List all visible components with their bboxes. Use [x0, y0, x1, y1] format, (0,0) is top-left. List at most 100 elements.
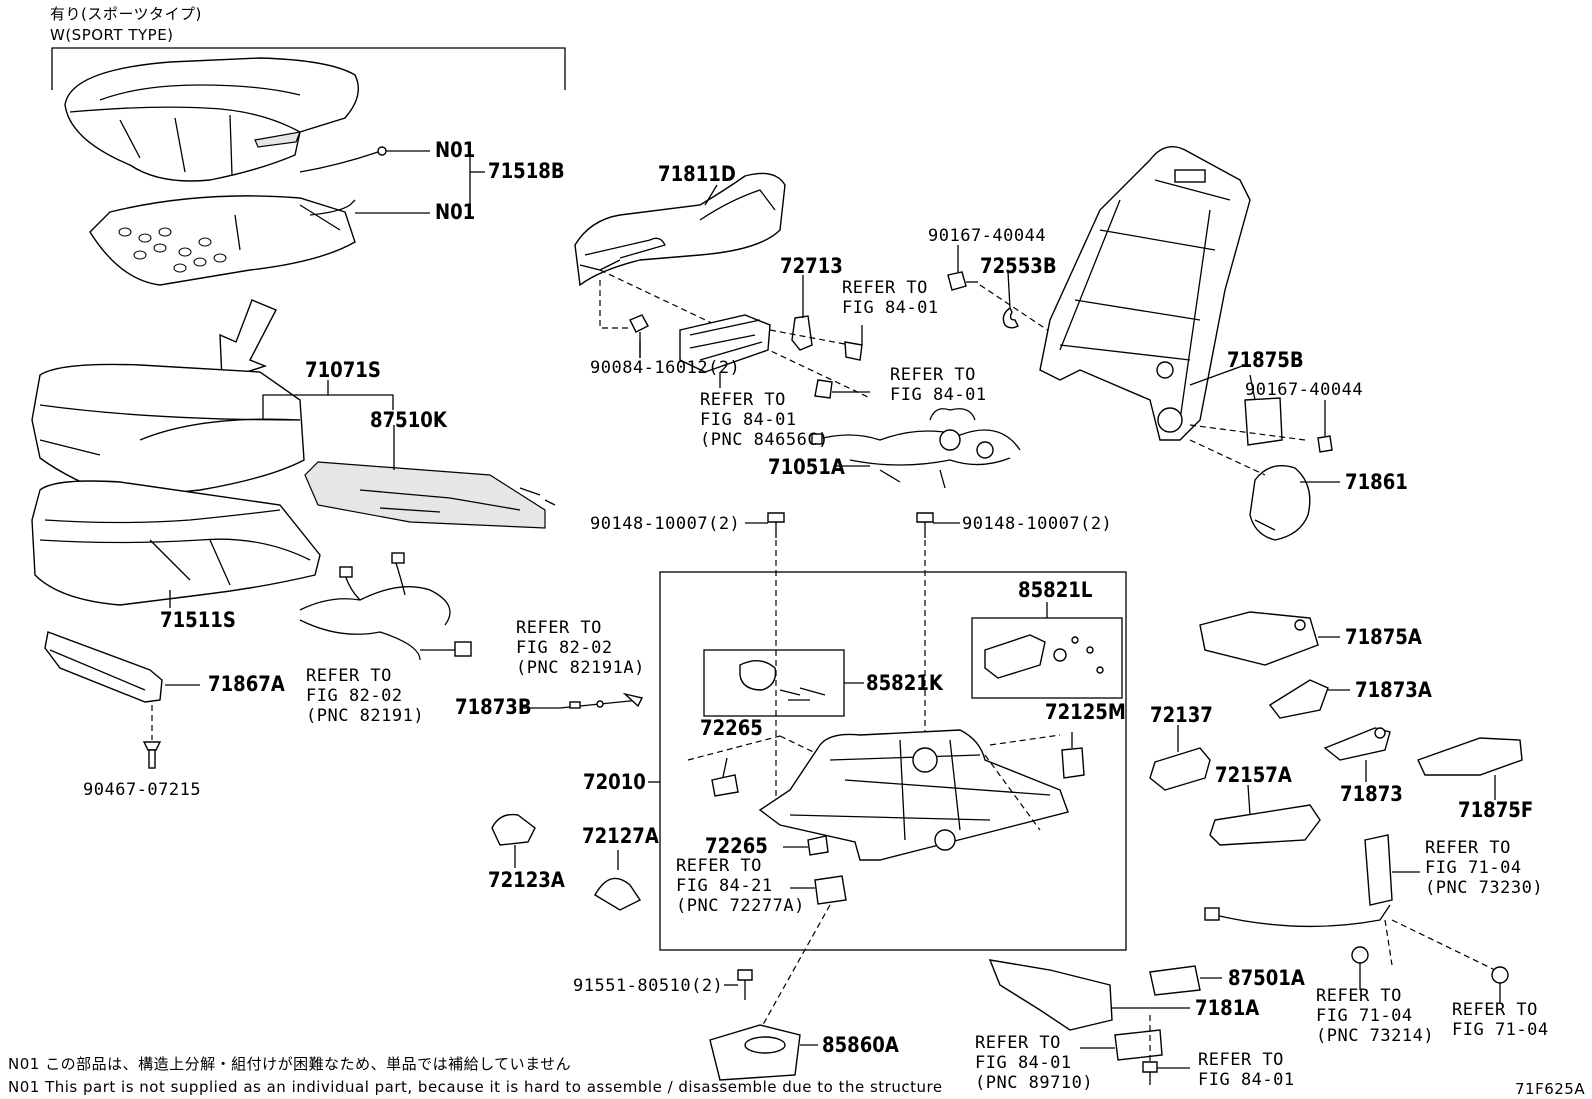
- part-71051A[interactable]: 71051A: [768, 455, 845, 479]
- cover-72127A-drawing: [594, 877, 642, 911]
- part-7181A[interactable]: 7181A: [1195, 996, 1260, 1020]
- dash-72265-a: [687, 735, 781, 761]
- grommet-7104-icon: [1491, 966, 1509, 984]
- ecu-87501A-drawing: [1149, 965, 1201, 996]
- part-72265-a[interactable]: 72265: [700, 716, 763, 740]
- part-85860A[interactable]: 85860A: [822, 1033, 899, 1057]
- part-71873[interactable]: 71873: [1340, 782, 1403, 806]
- leader-72265a: [722, 757, 728, 778]
- seatback-frame-drawing: [1039, 146, 1251, 441]
- part-71875B[interactable]: 71875B: [1227, 348, 1304, 372]
- part-71873B[interactable]: 71873B: [455, 695, 532, 719]
- part-72137[interactable]: 72137: [1150, 703, 1213, 727]
- part-90148-10007-a[interactable]: 90148-10007(2): [590, 514, 741, 534]
- part-90467-07215[interactable]: 90467-07215: [83, 780, 202, 800]
- cover-71873A-drawing: [1268, 679, 1329, 719]
- bolt-8401c-icon: [1142, 1061, 1158, 1085]
- part-72553B[interactable]: 72553B: [980, 254, 1057, 278]
- part-72713[interactable]: 72713: [780, 254, 843, 278]
- side-cover-drawing: [44, 631, 163, 703]
- leader-71875B: [1189, 364, 1246, 386]
- part-72157A[interactable]: 72157A: [1215, 763, 1292, 787]
- part-85821L[interactable]: 85821L: [1018, 578, 1093, 602]
- leader-71875B-b: [1249, 374, 1256, 401]
- cover-72137-drawing: [1149, 747, 1211, 791]
- headrest-guide-drawing: [1249, 465, 1311, 541]
- cover-wire-drawing: [299, 146, 430, 173]
- motor-85821L-box: [971, 617, 1123, 699]
- cover-72157A-drawing: [1209, 804, 1321, 846]
- bolt-90084-icon: [629, 314, 649, 358]
- part-91551-80510[interactable]: 91551-80510(2): [573, 976, 724, 996]
- grommet-73214-icon: [1351, 946, 1369, 964]
- part-85821K[interactable]: 85821K: [866, 671, 943, 695]
- seatbelt-buckle-drawing: [1204, 834, 1393, 928]
- bolt-90167a-icon: [947, 271, 978, 291]
- part-71873A[interactable]: 71873A: [1355, 678, 1432, 702]
- part-n01-b[interactable]: N01: [435, 200, 476, 224]
- bolt-90148b-icon: [916, 512, 934, 538]
- motor-85821K-box: [703, 649, 845, 717]
- clip-72265a-icon: [711, 774, 739, 797]
- figure-id: 71F625A: [1515, 1080, 1586, 1098]
- part-71071S[interactable]: 71071S: [305, 358, 381, 382]
- part-72127A[interactable]: 72127A: [582, 824, 659, 848]
- sport-seat-cover-drawing: [64, 57, 359, 182]
- sport-type-bracket: [51, 47, 566, 90]
- part-72125M[interactable]: 72125M: [1045, 700, 1126, 724]
- sport-type-en-label: W(SPORT TYPE): [50, 26, 174, 44]
- part-71511S[interactable]: 71511S: [160, 608, 236, 632]
- part-90148-10007-b[interactable]: 90148-10007(2): [962, 514, 1113, 534]
- bolt-icon-1: [844, 341, 863, 361]
- part-n01-a[interactable]: N01: [435, 138, 476, 162]
- part-87501A[interactable]: 87501A: [1228, 966, 1305, 990]
- leader-72553B: [1007, 271, 1011, 309]
- part-71875F[interactable]: 71875F: [1458, 798, 1534, 822]
- part-90167-40044-a[interactable]: 90167-40044: [928, 226, 1047, 246]
- part-72010[interactable]: 72010: [583, 770, 646, 794]
- part-71518B[interactable]: 71518B: [488, 159, 565, 183]
- cable-71873B-drawing: [559, 692, 644, 709]
- switch-assembly-drawing: [679, 314, 771, 373]
- dash-85860A: [759, 904, 831, 1031]
- part-71867A[interactable]: 71867A: [208, 672, 285, 696]
- dash-buckle: [1384, 919, 1393, 966]
- part-72265-b[interactable]: 72265: [705, 834, 768, 858]
- part-87510K[interactable]: 87510K: [370, 408, 447, 432]
- cushion-pad-drawing: [31, 480, 321, 606]
- clip-72553B-icon: [1002, 306, 1019, 329]
- bracket-72125M-drawing: [1061, 747, 1085, 779]
- footnote-n01-jp: N01 この部品は、構造上分解・組付けが困難なため、単品では補給していません: [8, 1055, 572, 1073]
- part-71861[interactable]: 71861: [1345, 470, 1408, 494]
- part-90167-40044-b[interactable]: 90167-40044: [1245, 380, 1364, 400]
- cover-71875B-drawing: [1244, 397, 1283, 446]
- part-71875A[interactable]: 71875A: [1345, 625, 1422, 649]
- part-72123A[interactable]: 72123A: [488, 868, 565, 892]
- clip-icon: [142, 741, 162, 769]
- bolt-91551-icon: [737, 969, 753, 1000]
- leader-72157A: [1247, 784, 1251, 816]
- bolt-90148a-icon: [767, 512, 785, 538]
- module-89710-drawing: [1114, 1029, 1163, 1061]
- cover-72123A-drawing: [491, 813, 536, 846]
- leader-90084-path: [599, 280, 628, 329]
- side-shield-drawing: [574, 172, 786, 287]
- part-90084-16012[interactable]: 90084-16012(2): [590, 358, 741, 378]
- clip-72265b-icon: [807, 835, 829, 856]
- part-71811D[interactable]: 71811D: [658, 162, 736, 186]
- bolt-icon-2: [814, 379, 833, 399]
- cover-7181A-drawing: [988, 959, 1113, 1031]
- assembly-72010-box: [659, 571, 1127, 951]
